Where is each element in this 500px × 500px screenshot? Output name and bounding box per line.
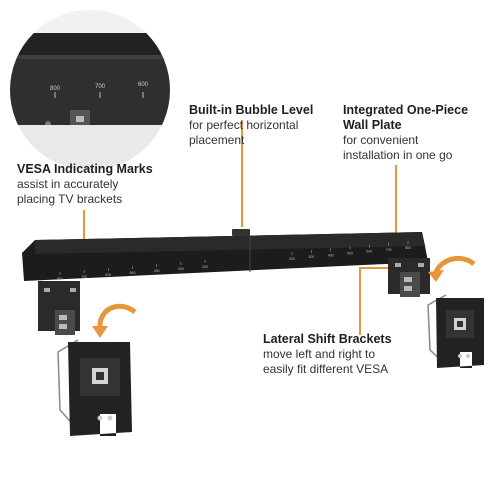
bar-mark: 700 [386, 248, 392, 252]
tv-bracket-left [57, 339, 132, 436]
bar-mark: 500 [130, 271, 136, 275]
callout-desc-line: for perfect horizontal [189, 118, 299, 132]
zoom-mark-800: 800 [50, 86, 61, 92]
bar-mark: 400 [328, 253, 334, 257]
shift-callout-line [359, 267, 388, 335]
callout-title: VESA Indicating Marks [17, 162, 153, 176]
bar-mark: 400 [154, 269, 160, 273]
callout-title: Lateral Shift Brackets [263, 332, 392, 346]
bar-mark: 600 [105, 273, 111, 277]
right-bracket [388, 258, 430, 297]
zoom-mark-700: 700 [95, 84, 106, 90]
bubble-level [232, 229, 250, 236]
callout-desc-line: for convenient [343, 133, 419, 147]
bar-mark: 200 [202, 265, 208, 269]
zoom-mark-600: 600 [138, 82, 149, 88]
callout-desc-line: assist in accurately [17, 177, 119, 191]
bar-mark: 600 [366, 250, 372, 254]
callout-wall-plate: Integrated One-Piece Wall Plate for conv… [343, 103, 493, 163]
zoom-detail [10, 10, 170, 170]
tv-bracket-right [427, 294, 484, 368]
callout-desc-line: move left and right to [263, 347, 376, 361]
rotate-arrow-right-icon [433, 255, 476, 274]
left-bracket [38, 281, 80, 335]
callout-title: Built-in Bubble Level [189, 103, 314, 117]
callout-bubble-level: Built-in Bubble Level for perfect horizo… [189, 103, 339, 148]
callout-lateral-shift: Lateral Shift Brackets move left and rig… [263, 332, 433, 377]
bar-mark: 300 [308, 255, 314, 259]
bar-mark: 200 [289, 257, 295, 261]
bar-mark: 700 [81, 275, 87, 279]
callout-title: Wall Plate [343, 118, 402, 132]
bar-mark: 800 [405, 246, 411, 250]
rotate-arrow-left-icon [97, 303, 137, 327]
rotate-arrowhead-left-icon [92, 326, 108, 338]
wall-plate: 800 700 600 500 400 300 200 200 300 400 500 600 700… [22, 229, 428, 281]
zoom-plate [10, 55, 170, 125]
callout-desc-line: placement [189, 133, 245, 147]
callout-desc-line: placing TV brackets [17, 192, 123, 206]
rotate-arrowhead-right-icon [428, 270, 444, 282]
bar-mark: 300 [178, 267, 184, 271]
bar-mark: 500 [347, 252, 353, 256]
callout-title: Integrated One-Piece [343, 103, 469, 117]
callout-vesa-marks: VESA Indicating Marks assist in accurate… [17, 162, 187, 207]
callout-desc-line: installation in one go [343, 148, 453, 162]
callout-desc-line: easily fit different VESA [263, 362, 389, 376]
bar-mark: 800 [57, 277, 63, 281]
